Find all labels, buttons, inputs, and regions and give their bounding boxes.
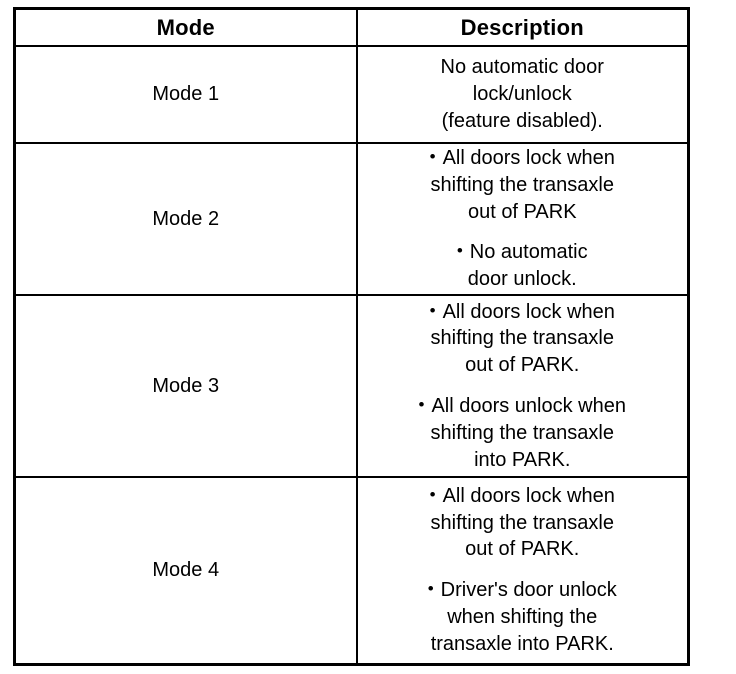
column-header-description: Description: [355, 7, 690, 47]
column-header-mode: Mode: [13, 7, 358, 47]
bullet-item: All doors lock when shifting the transax…: [358, 483, 688, 563]
column-header-description-label: Description: [460, 14, 584, 40]
bullet-line: No automatic: [384, 239, 662, 266]
mode-label: Mode 2: [152, 207, 220, 230]
bullet-item: All doors lock when shifting the transax…: [358, 145, 688, 225]
mode-cell: Mode 4: [13, 476, 358, 665]
description-bullet-list: All doors lock when shifting the transax…: [358, 145, 688, 293]
bullet-line: shifting the transaxle: [430, 327, 614, 350]
description-line: No automatic door: [440, 56, 604, 79]
mode-cell: Mode 1: [13, 45, 358, 144]
description-text: No automatic door lock/unlock (feature d…: [358, 54, 688, 134]
description-cell: All doors lock when shifting the transax…: [355, 294, 690, 478]
table-header: Mode Description: [13, 7, 690, 47]
bullet-line: into PARK.: [474, 448, 571, 471]
bullet-line: All doors lock when: [358, 299, 688, 326]
mode-label: Mode 1: [152, 83, 220, 105]
bullet-line: door unlock.: [467, 268, 577, 291]
column-header-mode-label: Mode: [156, 14, 215, 40]
description-bullet-list: All doors lock when shifting the transax…: [358, 299, 688, 474]
description-bullet-list: All doors lock when shifting the transax…: [358, 483, 688, 658]
bullet-item: No automatic door unlock.: [358, 239, 688, 293]
mode-cell: Mode 3: [13, 294, 358, 478]
bullet-line: out of PARK: [467, 200, 577, 223]
table-header-row: Mode Description: [13, 7, 690, 47]
bullet-line: Driver's door unlock: [358, 577, 688, 604]
bullet-line: out of PARK.: [465, 354, 580, 377]
bullet-line: transaxle into PARK.: [430, 632, 614, 655]
mode-label: Mode 3: [152, 374, 220, 397]
description-line: (feature disabled).: [441, 109, 603, 132]
bullet-line: shifting the transaxle: [430, 173, 614, 196]
bullet-line: All doors lock when: [358, 483, 688, 510]
bullet-item: All doors lock when shifting the transax…: [358, 299, 688, 379]
table-row: Mode 2 All doors lock when shifting the …: [13, 142, 690, 296]
bullet-line: when shifting the: [447, 606, 598, 629]
bullet-line: shifting the transaxle: [430, 421, 614, 444]
description-cell: All doors lock when shifting the transax…: [355, 142, 690, 296]
mode-cell: Mode 2: [13, 142, 358, 296]
bullet-line: All doors unlock when: [358, 393, 688, 420]
mode-label: Mode 4: [152, 558, 220, 581]
bullet-line: shifting the transaxle: [430, 511, 614, 534]
bullet-line: out of PARK.: [465, 538, 580, 561]
bullet-line: All doors lock when: [358, 145, 688, 172]
table-row: Mode 1 No automatic door lock/unlock (fe…: [13, 45, 690, 144]
table-body: Mode 1 No automatic door lock/unlock (fe…: [13, 45, 690, 665]
bullet-item: All doors unlock when shifting the trans…: [358, 393, 688, 473]
bullet-item: Driver's door unlock when shifting the t…: [358, 577, 688, 657]
description-line: lock/unlock: [472, 83, 572, 106]
table-row: Mode 4 All doors lock when shifting the …: [13, 476, 690, 665]
description-cell: All doors lock when shifting the transax…: [355, 476, 690, 665]
door-lock-mode-table: Mode Description Mode 1 No automatic doo…: [13, 7, 690, 666]
table-row: Mode 3 All doors lock when shifting the …: [13, 294, 690, 478]
description-cell: No automatic door lock/unlock (feature d…: [355, 45, 690, 144]
